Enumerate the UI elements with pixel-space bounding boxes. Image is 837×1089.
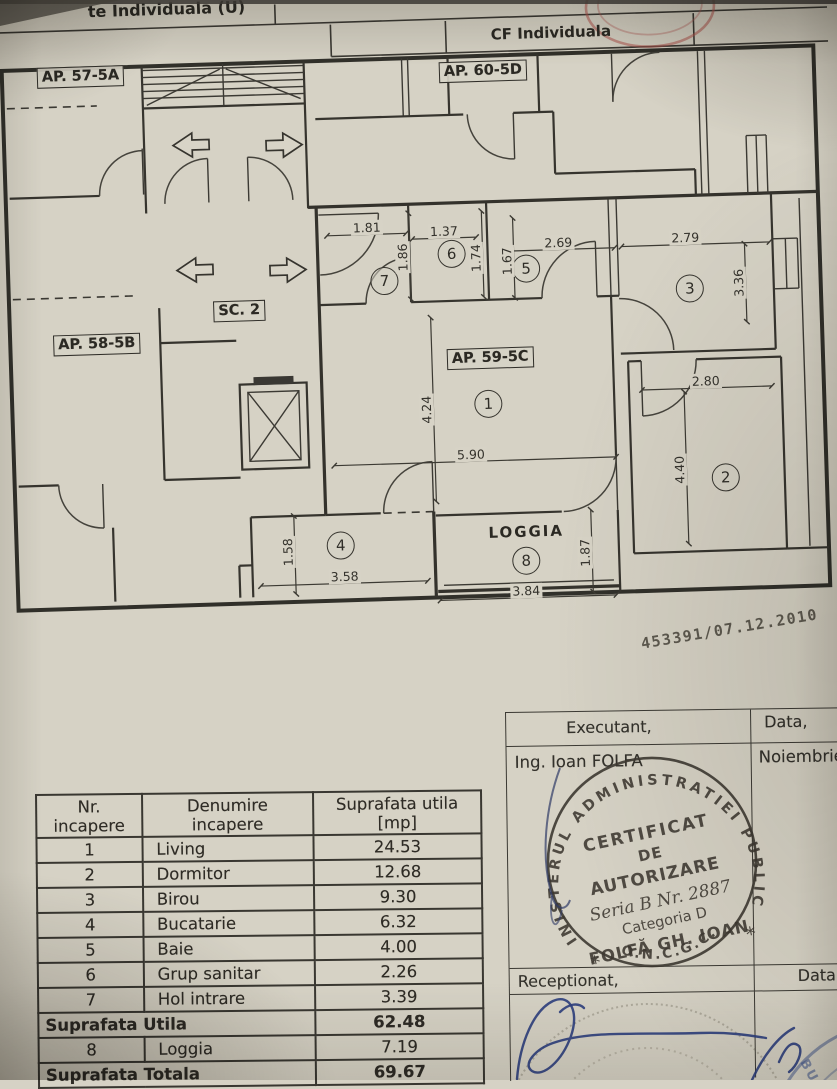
cf-individuala-label: CF Individuala: [490, 22, 611, 44]
dimension-label: 1.58: [280, 536, 296, 568]
arrow-left-icon: [173, 132, 210, 157]
room3-walls: [616, 193, 801, 354]
executant-name: Ing. Ioan FOLFA: [515, 751, 643, 772]
floor-plan-drawing: [0, 0, 837, 713]
col-header-suprafata: Suprafata utila[mp]: [313, 790, 482, 835]
signoff-column-divider: [750, 710, 756, 1078]
dimension-label: 1.81: [351, 220, 383, 236]
apartment-label-58-5b: AP. 58-5B: [53, 333, 141, 357]
receptionat-date-label: Data,: [798, 965, 837, 985]
date-value: Noiembrie,: [759, 746, 837, 766]
dimension-label: 1.86: [395, 241, 411, 273]
dimension-label: 1.37: [428, 223, 460, 239]
room2-walls: [628, 355, 829, 553]
dimension-label: 1.67: [499, 245, 515, 277]
loggia-label: LOGGIA: [488, 522, 564, 542]
dimension-label: 1.87: [577, 537, 593, 569]
arrow-left-icon: [177, 257, 214, 282]
col-header-nr: Nr.incapere: [36, 794, 142, 838]
receptionat-label: Receptionat,: [518, 970, 619, 990]
ap59-north-wall: [308, 191, 818, 207]
date-label: Data,: [764, 712, 808, 732]
dimension-label: 2.69: [542, 235, 574, 251]
dimension-label: 3.36: [731, 267, 747, 299]
dimension-label: 2.80: [690, 373, 722, 389]
plan-outer-border: [2, 45, 831, 610]
arrow-right-icon: [270, 257, 307, 282]
dimension-label: 4.24: [419, 394, 435, 426]
signoff-box: Executant, Data, Ing. Ioan FOLFA Noiembr…: [505, 707, 837, 1081]
apartment-label-57-5a: AP. 57-5A: [37, 65, 125, 89]
signoff-rule: [510, 963, 837, 969]
corridor-doors: [164, 156, 293, 204]
dimension-label: 5.90: [455, 446, 487, 462]
direction-arrows: [173, 130, 307, 286]
dimension-label: 4.40: [672, 454, 688, 486]
dimension-label: 3.84: [510, 583, 542, 599]
ap59-west-wall: [316, 207, 326, 515]
dimension-label: 3.58: [329, 568, 361, 584]
photo-edge-strip: [0, 0, 837, 4]
elevator-shaft: [239, 376, 309, 470]
apartment-label-59-5c: AP. 59-5C: [447, 346, 534, 370]
floor-plan: te Individuala (U) CF Individuala AP. 57…: [0, 0, 837, 713]
ap57-walls: [7, 105, 144, 199]
executant-label: Executant,: [566, 717, 652, 737]
dimension-label: 2.79: [669, 230, 701, 246]
apartment-label-60-5d: AP. 60-5D: [439, 59, 528, 83]
dimension-label: 1.74: [468, 242, 484, 274]
arrow-right-icon: [266, 133, 303, 158]
red-stamp-inner-arc: [597, 0, 703, 36]
staircase-label: SC. 2: [213, 300, 265, 323]
